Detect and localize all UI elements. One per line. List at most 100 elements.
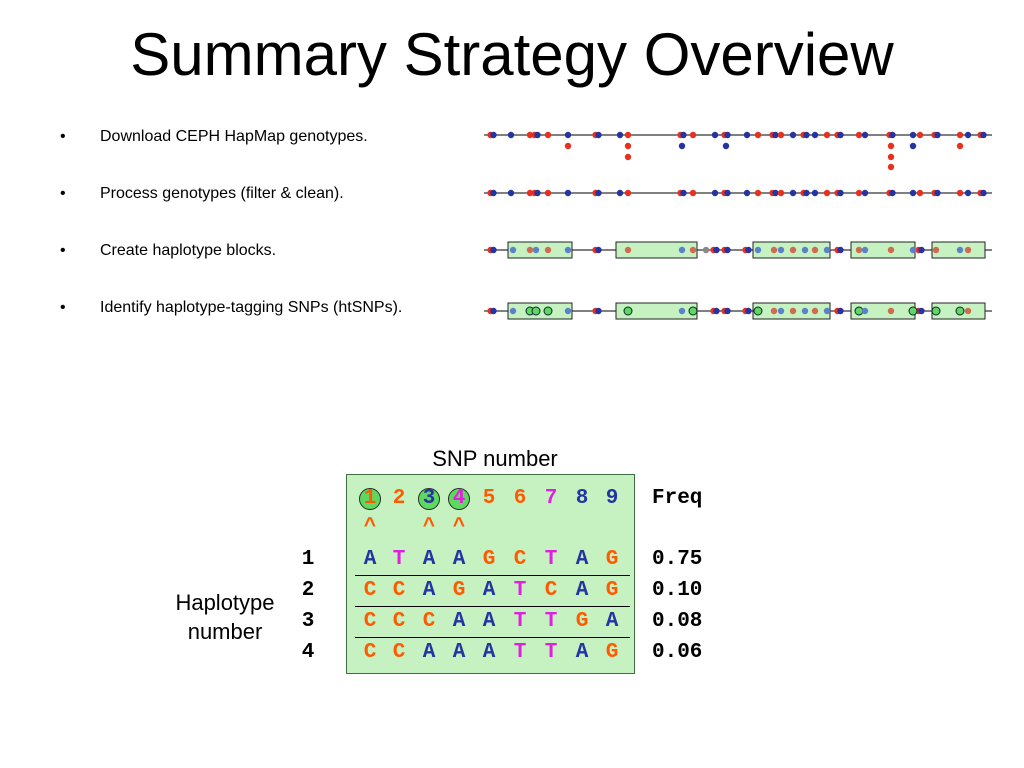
snp-dot xyxy=(713,307,720,315)
snp-dot xyxy=(534,189,541,197)
snp-dot xyxy=(564,131,572,139)
block-snp-dot xyxy=(887,307,895,315)
snp-number: 2 xyxy=(392,487,406,510)
allele-cell: A xyxy=(422,548,436,571)
block-snp-dot xyxy=(770,246,778,254)
snp-dot xyxy=(861,189,869,197)
allele-cell: A xyxy=(575,579,589,602)
snp-number: 3 xyxy=(422,487,436,510)
snp-dot xyxy=(889,131,896,139)
snp-dot xyxy=(711,189,719,197)
haplotype-freq: 0.06 xyxy=(652,641,703,664)
snp-dot xyxy=(916,131,924,139)
slide-title: Summary Strategy Overview xyxy=(130,21,894,88)
snp-dot xyxy=(544,189,552,197)
snp-dot xyxy=(956,131,964,139)
block-snp-dot xyxy=(861,246,869,254)
snp-dot xyxy=(934,189,941,197)
block-snp-dot xyxy=(689,246,697,254)
block-snp-dot xyxy=(956,246,964,254)
block-snp-dot xyxy=(964,246,972,254)
haplotype-number: 3 xyxy=(301,610,315,633)
snp-dot xyxy=(754,131,762,139)
snp-dot xyxy=(956,189,964,197)
snp-dot xyxy=(702,246,710,254)
haplotype-freq: 0.10 xyxy=(652,579,703,602)
allele-cell: C xyxy=(392,579,406,602)
snp-number: 8 xyxy=(575,487,589,510)
block-snp-dot xyxy=(678,246,686,254)
bullet-text: Process genotypes (filter & clean). xyxy=(100,185,344,202)
snp-dot xyxy=(724,246,731,254)
row-divider xyxy=(355,637,630,638)
htsnp-dot xyxy=(753,306,763,316)
allele-cell: C xyxy=(422,610,436,633)
allele-cell: A xyxy=(422,641,436,664)
snp-dot xyxy=(616,131,624,139)
allele-cell: C xyxy=(363,641,377,664)
snp-dot xyxy=(743,189,751,197)
outlier-dot xyxy=(624,153,632,161)
snp-dot xyxy=(616,189,624,197)
bullet-text: Download CEPH HapMap genotypes. xyxy=(100,128,368,145)
haplotype-label-line: Haplotype xyxy=(175,590,275,615)
allele-cell: A xyxy=(605,610,619,633)
block-snp-dot xyxy=(770,307,778,315)
haplotype-label-line: number xyxy=(187,619,263,644)
allele-cell: A xyxy=(422,579,436,602)
outlier-dot xyxy=(678,142,686,150)
snp-dot xyxy=(713,246,720,254)
tag-circle xyxy=(418,488,440,510)
block-snp-dot xyxy=(801,246,809,254)
snp-dot xyxy=(680,131,687,139)
block-snp-dot xyxy=(789,307,797,315)
snp-dot xyxy=(564,189,572,197)
snp-dot xyxy=(544,131,552,139)
block-snp-dot xyxy=(678,307,686,315)
block-snp-dot xyxy=(964,307,972,315)
snp-dot xyxy=(811,189,819,197)
outlier-dot xyxy=(887,163,895,171)
snp-number: 9 xyxy=(605,487,619,510)
bullet-marker: • xyxy=(60,185,66,202)
block-snp-dot xyxy=(861,307,869,315)
snp-dot xyxy=(624,131,632,139)
snp-dot xyxy=(490,307,497,315)
snp-dot xyxy=(964,131,972,139)
snp-dot xyxy=(789,189,797,197)
snp-dot xyxy=(934,131,941,139)
allele-cell: G xyxy=(605,641,619,664)
snp-dot xyxy=(837,246,844,254)
block-snp-dot xyxy=(855,246,863,254)
block-snp-dot xyxy=(754,246,762,254)
snp-dot xyxy=(803,131,810,139)
outlier-dot xyxy=(887,142,895,150)
snp-dot xyxy=(745,307,752,315)
snp-dot xyxy=(837,307,844,315)
haplotype-number: 4 xyxy=(301,641,315,664)
snp-dot xyxy=(772,131,779,139)
haplotype-block xyxy=(507,241,573,259)
block-snp-dot xyxy=(823,307,831,315)
allele-cell: T xyxy=(544,610,558,633)
snp-dot xyxy=(811,131,819,139)
snp-dot xyxy=(964,189,972,197)
snp-dot xyxy=(909,131,917,139)
snp-dot xyxy=(837,131,844,139)
snp-dot xyxy=(823,189,831,197)
htsnp-dot xyxy=(531,306,541,316)
bullet-marker: • xyxy=(60,299,66,316)
snp-number: 6 xyxy=(513,487,527,510)
freq-header: Freq xyxy=(652,487,703,510)
snp-dot xyxy=(916,189,924,197)
block-snp-dot xyxy=(801,307,809,315)
allele-cell: A xyxy=(452,641,466,664)
allele-cell: C xyxy=(363,579,377,602)
allele-cell: C xyxy=(544,579,558,602)
haplotype-number-label: Haplotype number xyxy=(160,588,290,646)
snp-number: 5 xyxy=(482,487,496,510)
snp-dot xyxy=(534,131,541,139)
snp-number: 1 xyxy=(363,487,377,510)
block-snp-dot xyxy=(509,307,517,315)
allele-cell: G xyxy=(452,579,466,602)
